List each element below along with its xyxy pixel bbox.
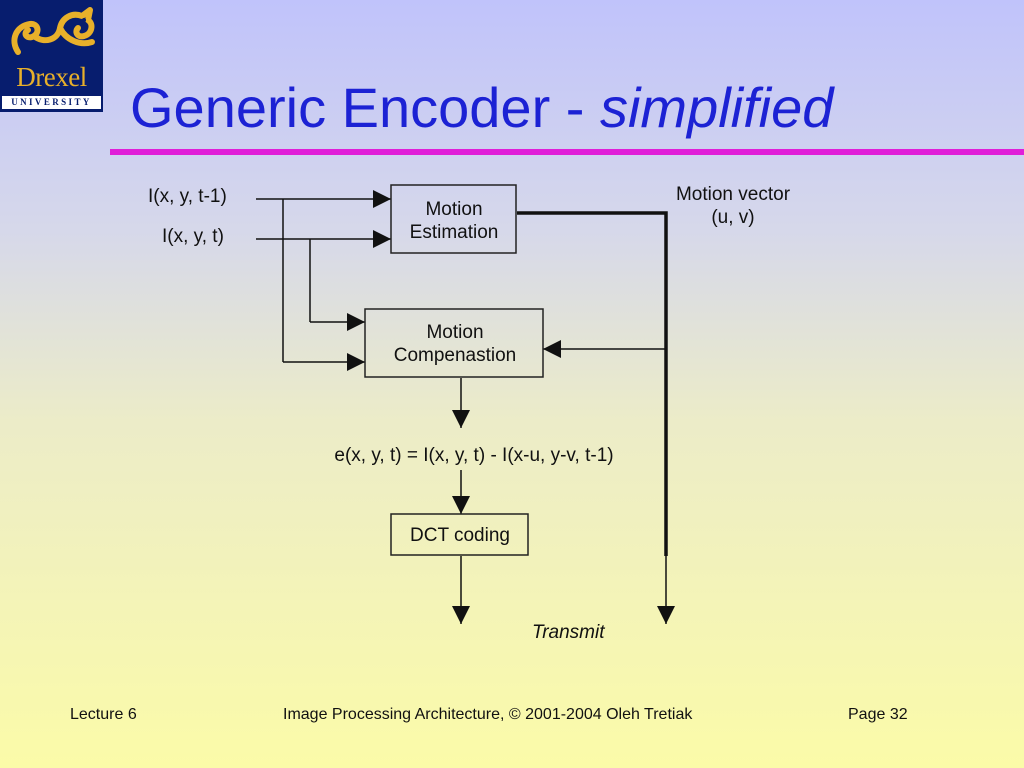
motion-vector-line [517, 211, 668, 556]
logo-subtext: UNIVERSITY [2, 96, 101, 109]
motion-vector-label-1: Motion vector [676, 184, 791, 205]
title-main: Generic Encoder - [130, 76, 600, 139]
connector-lines [256, 190, 665, 624]
motion-estimation-box: Motion Estimation [390, 184, 517, 254]
title-emphasis: simplified [599, 76, 834, 139]
input-label-prev-frame: I(x, y, t-1) [148, 186, 227, 207]
slide-title: Generic Encoder - simplified [130, 80, 833, 136]
error-equation: e(x, y, t) = I(x, y, t) - I(x-u, y-v, t-… [334, 445, 613, 466]
footer-page-number: Page 32 [848, 706, 908, 723]
title-underline [110, 149, 1024, 155]
motion-compensation-label-2: Compenastion [394, 345, 517, 366]
footer-copyright: Image Processing Architecture, © 2001-20… [283, 706, 693, 723]
motion-compensation-box: Motion Compenastion [364, 308, 544, 378]
dct-coding-label: DCT coding [410, 525, 510, 546]
motion-compensation-label-1: Motion [426, 322, 483, 343]
dragon-icon [11, 7, 95, 55]
logo-wordmark: Drexel [16, 62, 87, 92]
transmit-label: Transmit [532, 622, 605, 643]
footer-lecture: Lecture 6 [70, 706, 137, 723]
motion-vector-label-2: (u, v) [711, 207, 754, 228]
dct-coding-box: DCT coding [390, 513, 529, 556]
motion-estimation-label-2: Estimation [410, 222, 499, 243]
motion-estimation-label-1: Motion [425, 199, 482, 220]
drexel-logo: Drexel UNIVERSITY [0, 0, 103, 112]
input-label-current-frame: I(x, y, t) [162, 226, 224, 247]
